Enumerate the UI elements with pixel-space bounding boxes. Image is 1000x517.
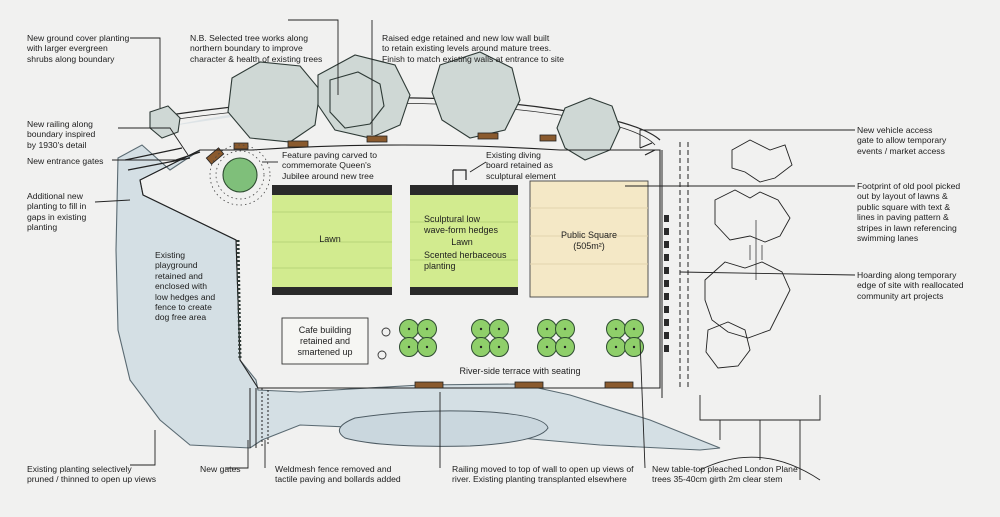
hoarding-post xyxy=(664,228,669,235)
benches-terrace xyxy=(414,381,634,389)
note-london-plane: New table-top pleached London Plane tree… xyxy=(652,464,798,485)
playground-hedge xyxy=(236,239,242,361)
bench xyxy=(233,142,249,150)
diving-board xyxy=(452,169,467,185)
river-island xyxy=(338,410,549,447)
vehicle-access-gate xyxy=(639,142,656,156)
mature-tree xyxy=(431,51,521,139)
pleached-tree-group xyxy=(399,319,437,357)
label-lawn-left: Lawn xyxy=(319,234,341,244)
note-railing-moved: Railing moved to top of wall to open up … xyxy=(452,464,634,485)
benches-north xyxy=(205,132,557,165)
mature-tree xyxy=(329,71,385,129)
jubilee-tree xyxy=(222,157,258,193)
bench xyxy=(366,135,388,143)
south-gates xyxy=(249,388,269,448)
hoarding xyxy=(661,142,689,398)
note-additional-planting: Additional new planting to fill in gaps … xyxy=(27,191,87,233)
hoarding-post xyxy=(664,241,669,248)
label-terrace: River-side terrace with seating xyxy=(459,366,580,376)
hoarding-post xyxy=(664,293,669,300)
mature-tree xyxy=(317,54,411,139)
hoarding-post xyxy=(664,319,669,326)
mature-tree xyxy=(149,105,181,139)
note-railing: New railing along boundary inspired by 1… xyxy=(27,119,96,150)
mature-trees xyxy=(149,51,621,161)
hoarding-post xyxy=(664,280,669,287)
note-feature-paving: Feature paving carved to commemorate Que… xyxy=(282,150,378,181)
bench xyxy=(477,132,499,140)
mature-tree xyxy=(556,97,621,161)
mature-tree xyxy=(227,61,321,143)
note-old-pool: Footprint of old pool picked out by layo… xyxy=(857,181,961,244)
bench xyxy=(604,381,634,389)
public-square xyxy=(529,180,649,298)
label-public-square: Public Square(505m²) xyxy=(561,230,617,251)
hoarding-post xyxy=(664,215,669,222)
lawn-left xyxy=(272,185,392,295)
hoarding-post xyxy=(664,254,669,261)
bench xyxy=(539,134,557,142)
hoarding-post xyxy=(664,267,669,274)
label-lawn-middle: Lawn xyxy=(451,237,473,247)
note-selective-pruning: Existing planting selectively pruned / t… xyxy=(27,464,156,485)
site-outline xyxy=(139,144,661,389)
note-hoarding: Hoarding along temporary edge of site wi… xyxy=(857,270,964,301)
bench xyxy=(287,140,309,148)
note-weldmesh: Weldmesh fence removed and tactile pavin… xyxy=(275,464,401,485)
lawn-middle xyxy=(410,185,518,295)
london-plane-tree-groups xyxy=(399,319,644,357)
note-playground: Existing playground retained and enclose… xyxy=(155,250,216,323)
bench xyxy=(414,381,444,389)
bench xyxy=(205,147,225,165)
feature-paving-jubilee-tree xyxy=(209,144,271,206)
note-entrance-gates: New entrance gates xyxy=(27,156,104,166)
cafe-tables xyxy=(377,327,391,360)
hoarding-post xyxy=(664,332,669,339)
pleached-tree-group xyxy=(537,319,575,357)
note-diving-board: Existing diving board retained as sculpt… xyxy=(486,150,556,181)
pleached-tree-group xyxy=(471,319,509,357)
hoarding-post xyxy=(664,345,669,352)
leader-lines xyxy=(94,19,856,469)
pleached-tree-group xyxy=(606,319,644,357)
note-tree-works: N.B. Selected tree works along northern … xyxy=(190,33,323,64)
bench xyxy=(514,381,544,389)
note-ground-cover: New ground cover planting with larger ev… xyxy=(27,33,130,64)
hoarding-posts xyxy=(664,215,669,352)
hoarding-post xyxy=(664,306,669,313)
note-new-gates: New gates xyxy=(200,464,241,474)
cafe-building xyxy=(281,317,369,365)
note-raised-edge: Raised edge retained and new low wall bu… xyxy=(382,33,564,64)
note-vehicle-access: New vehicle access gate to allow tempora… xyxy=(857,125,947,156)
east-adjacent-sketch xyxy=(699,139,821,481)
